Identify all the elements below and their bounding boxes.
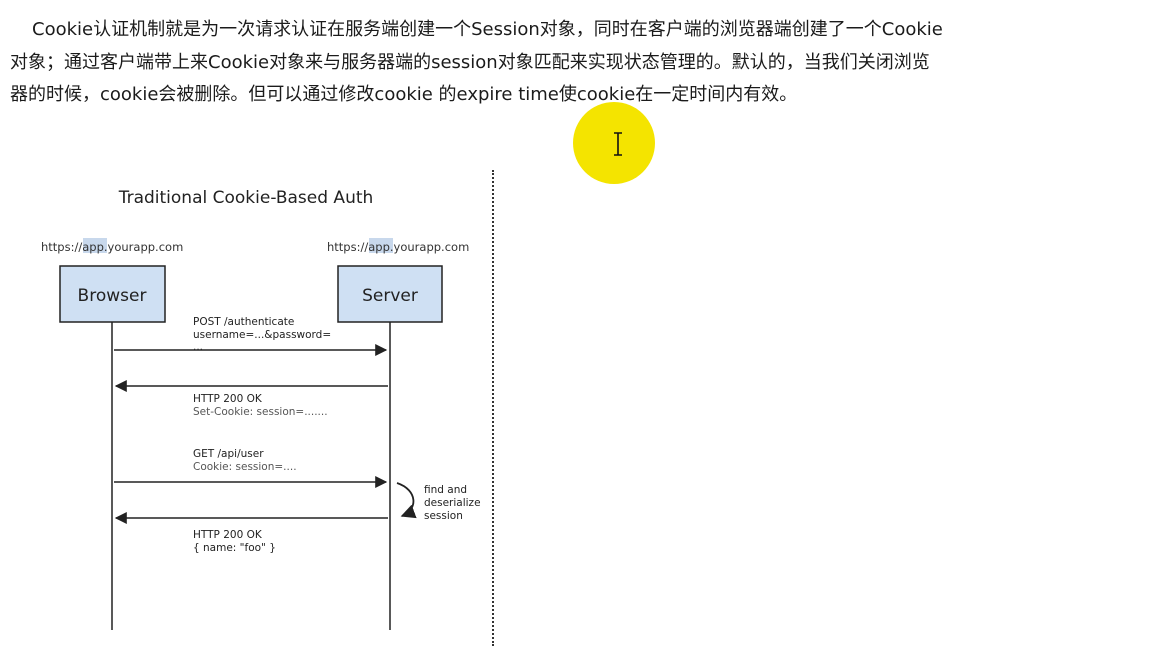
message-get-api-user: GET /api/user Cookie: session=.... [114, 448, 388, 488]
message-3-line-1: GET /api/user [193, 448, 264, 460]
cookie-auth-sequence-diagram: Traditional Cookie-Based Auth https://ap… [41, 188, 481, 630]
paragraph-line-2: 对象；通过客户端带上来Cookie对象来与服务器端的session对象匹配来实现… [10, 51, 930, 73]
server-box [337, 265, 443, 323]
message-4-line-1: HTTP 200 OK [193, 529, 263, 541]
message-1-line-3: ... [193, 341, 203, 353]
browser-url-highlight-text: app [82, 240, 104, 254]
browser-url: https://app.yourapp.com [41, 238, 183, 254]
message-4-line-2: { name: "foo" } [193, 542, 276, 554]
browser-box [59, 265, 166, 323]
text-ibeam-cursor-icon [614, 132, 622, 156]
browser-url-prefix: https:// [41, 240, 82, 254]
message-3-line-2: Cookie: session=.... [193, 461, 297, 473]
server-note-line-3: session [424, 510, 463, 522]
server-url-suffix: .yourapp.com [390, 240, 469, 254]
cursor-highlight [573, 102, 655, 184]
column-divider [492, 170, 494, 646]
paragraph-line-3: 器的时候，cookie会被删除。但可以通过修改cookie 的expire ti… [10, 84, 798, 105]
svg-text:https://app.yourapp.com: https://app.yourapp.com [41, 240, 183, 254]
message-1-line-1: POST /authenticate [193, 316, 294, 328]
server-label: Server [362, 286, 418, 306]
paragraph-line-1: Cookie认证机制就是为一次请求认证在服务端创建一个Session对象，同时在… [32, 19, 943, 40]
message-user-response: HTTP 200 OK { name: "foo" } [114, 512, 388, 554]
server-note-line-1: find and [424, 484, 467, 496]
server-url-highlight [369, 238, 393, 253]
message-1-line-2: username=...&password= [193, 329, 331, 341]
server-url-highlight-text: app [368, 240, 390, 254]
server-note-line-2: deserialize [424, 497, 481, 509]
diagram-title: Traditional Cookie-Based Auth [118, 188, 374, 208]
server-process-curve-arrow [396, 482, 417, 519]
server-url: https://app.yourapp.com [327, 238, 469, 254]
browser-label: Browser [78, 286, 147, 306]
message-2-line-2: Set-Cookie: session=....... [193, 406, 328, 418]
browser-url-highlight [83, 238, 107, 253]
svg-text:https://app.yourapp.com: https://app.yourapp.com [327, 240, 469, 254]
message-set-cookie-response: HTTP 200 OK Set-Cookie: session=....... [114, 380, 388, 418]
message-post-authenticate: POST /authenticate username=...&password… [114, 316, 388, 356]
article-paragraph: Cookie认证机制就是为一次请求认证在服务端创建一个Session对象，同时在… [10, 14, 1138, 112]
browser-url-suffix: .yourapp.com [104, 240, 183, 254]
server-url-prefix: https:// [327, 240, 368, 254]
message-2-line-1: HTTP 200 OK [193, 393, 263, 405]
